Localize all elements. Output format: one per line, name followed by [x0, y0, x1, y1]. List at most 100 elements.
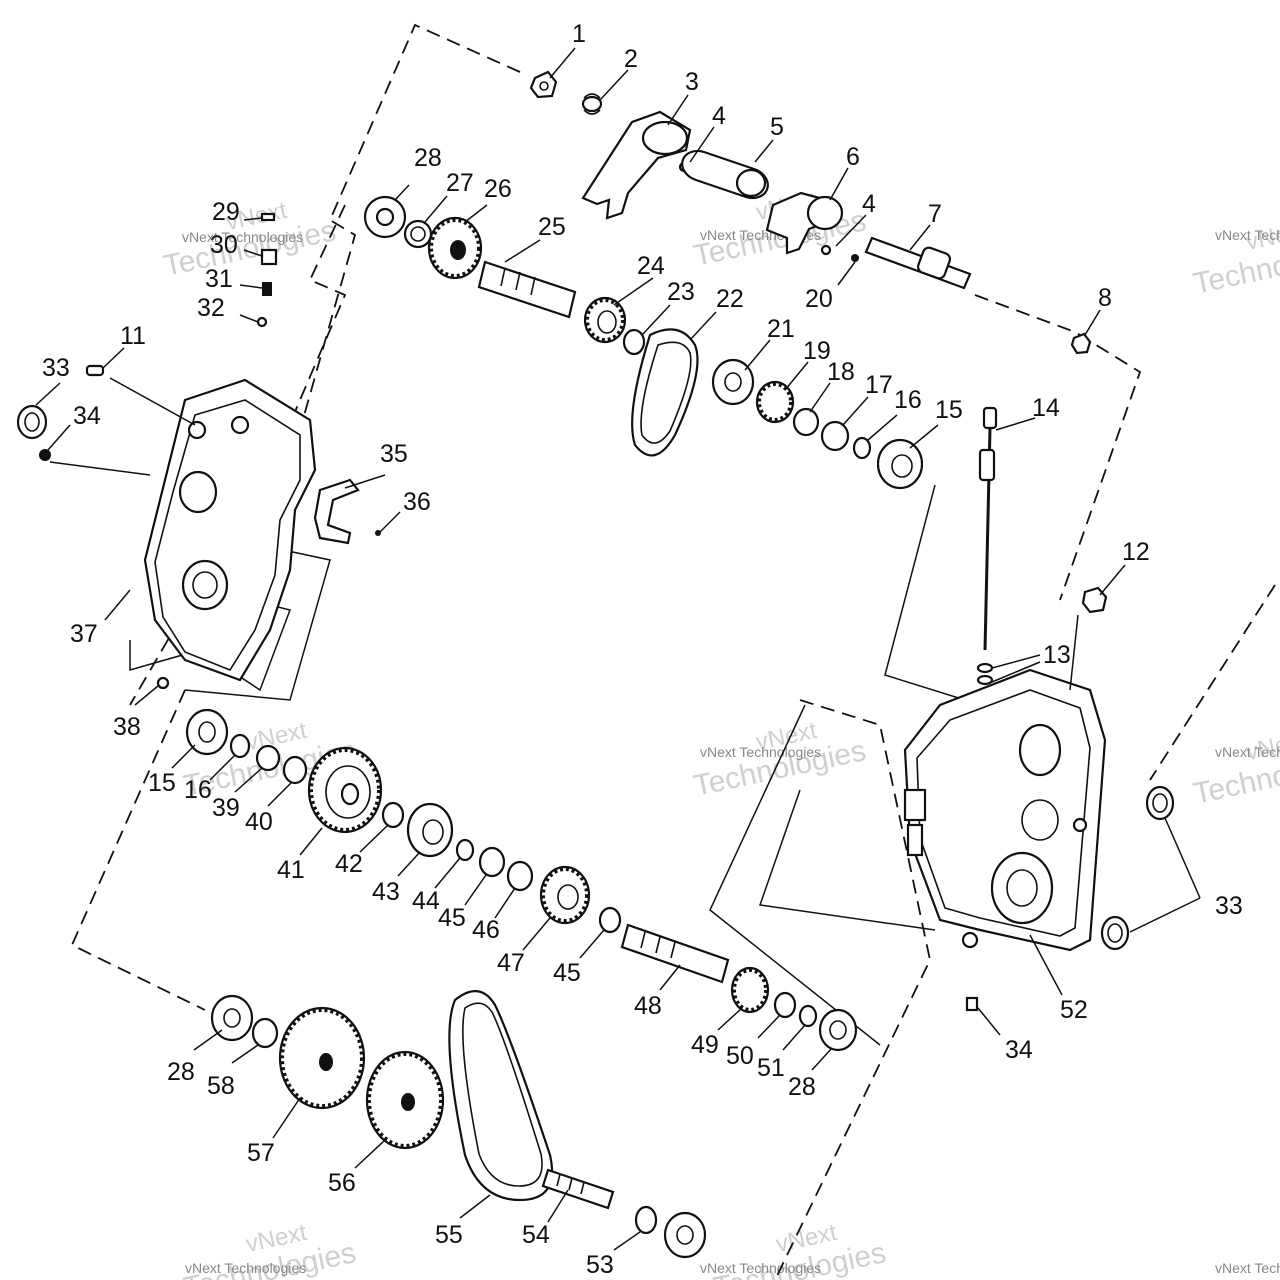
guide-line-right-lower-a: [709, 704, 881, 1046]
part-gear-41: [307, 746, 383, 834]
callout-42: 42: [335, 850, 363, 878]
part-bearing-28b: [818, 1008, 858, 1052]
callout-37: 37: [70, 620, 98, 648]
part-gear-47: [539, 865, 591, 925]
callout-32: 32: [197, 294, 225, 322]
part-gear-49: [730, 966, 770, 1014]
callout-25: 25: [538, 213, 566, 241]
part-washer-53: [634, 1205, 658, 1235]
callout-14: 14: [1032, 394, 1060, 422]
part-sprocket-57: [278, 1006, 366, 1110]
callout-47: 47: [497, 949, 525, 977]
callout-27: 27: [446, 169, 474, 197]
callout-58: 58: [207, 1072, 235, 1100]
part-shaft-7: [864, 236, 972, 290]
part-bearing-15b: [185, 708, 229, 756]
callout-51: 51: [757, 1054, 785, 1082]
part-washer-45a: [478, 846, 506, 878]
part-washer-45b: [598, 906, 622, 934]
part-shift-fork-3: [581, 110, 692, 220]
callout-16b: 16: [184, 776, 212, 804]
watermark: vNext Technologies: [1190, 217, 1280, 301]
part-seals-33b: [1100, 785, 1175, 951]
part-bearing-28c: [210, 994, 254, 1042]
watermark: vNext Technologies: [1215, 227, 1280, 243]
watermark: vNext Technologies: [185, 1260, 306, 1276]
part-case-right-52: [903, 668, 1107, 952]
callout-31: 31: [205, 265, 233, 293]
callout-45b: 45: [553, 959, 581, 987]
callout-7: 7: [928, 200, 942, 228]
callout-13: 13: [1043, 641, 1071, 669]
part-ring-16b: [229, 733, 251, 759]
callout-50: 50: [726, 1042, 754, 1070]
watermark: vNext Technologies: [1215, 744, 1280, 760]
leader-lines: [35, 47, 1201, 1251]
callout-6: 6: [846, 143, 860, 171]
part-sprocket-56: [365, 1050, 445, 1150]
part-gear-19: [755, 380, 795, 424]
watermark: vNext Technologies: [1215, 1260, 1280, 1276]
part-bearing-53b: [663, 1211, 707, 1259]
part-washer-18: [792, 407, 820, 437]
callout-22: 22: [716, 285, 744, 313]
part-case-left-37: [143, 378, 317, 682]
callout-36: 36: [403, 488, 431, 516]
part-ring-16a: [852, 436, 872, 460]
part-bushing-46: [506, 860, 534, 892]
part-dipstick-14: [978, 406, 998, 651]
part-bearing-15a: [876, 438, 924, 490]
watermark: vNext Technologies: [700, 1260, 821, 1276]
part-nut-1: [529, 70, 558, 99]
callout-21: 21: [767, 315, 795, 343]
callout-28: 28: [414, 144, 442, 172]
part-shaft-54: [541, 1168, 615, 1210]
callout-33: 33: [42, 354, 70, 382]
part-hub-21: [711, 358, 755, 406]
part-pin-20: [851, 254, 859, 262]
callout-11: 11: [120, 322, 146, 350]
callout-2: 2: [624, 45, 638, 73]
callout-52: 52: [1060, 996, 1088, 1024]
part-shift-fork-6: [765, 191, 844, 255]
part-washer-42: [381, 801, 405, 829]
callout-15: 15: [935, 396, 963, 424]
callout-46: 46: [472, 916, 500, 944]
part-pin-4b: [820, 244, 832, 256]
callout-39: 39: [212, 794, 240, 822]
callout-30: 30: [210, 231, 238, 259]
callout-48: 48: [634, 992, 662, 1020]
guide-line-right-top: [974, 294, 1142, 601]
watermark: vNext Technologies: [182, 229, 303, 245]
part-washer-17: [820, 420, 850, 452]
callout-55: 55: [435, 1221, 463, 1249]
callout-20: 20: [805, 285, 833, 313]
callout-38: 38: [113, 713, 141, 741]
callout-1: 1: [572, 20, 586, 48]
callout-12: 12: [1122, 538, 1150, 566]
guide-line-lower-right: [774, 699, 931, 1280]
part-washer-28a: [363, 195, 407, 239]
callout-26: 26: [484, 175, 512, 203]
part-washer-58: [251, 1017, 279, 1049]
callout-53: 53: [586, 1251, 614, 1279]
callout-35: 35: [380, 440, 408, 468]
guide-line-right-edge: [1149, 584, 1276, 781]
callout-54: 54: [522, 1221, 550, 1249]
part-shaft-48: [620, 923, 730, 984]
part-ring-23: [622, 328, 646, 356]
watermark: vNext Technologies: [700, 744, 821, 760]
guide-line-left-frame: [269, 204, 347, 471]
callout-40: 40: [245, 808, 273, 836]
callout-4: 4: [712, 102, 726, 130]
part-bracket-35: [313, 478, 360, 545]
callout-45: 45: [438, 904, 466, 932]
callout-56: 56: [328, 1169, 356, 1197]
part-hub-43: [406, 802, 454, 858]
callout-3: 3: [685, 68, 699, 96]
callout-16: 16: [894, 386, 922, 414]
callout-33b: 33: [1215, 892, 1243, 920]
callout-28c: 28: [167, 1058, 195, 1086]
part-pin-11: [85, 364, 105, 377]
